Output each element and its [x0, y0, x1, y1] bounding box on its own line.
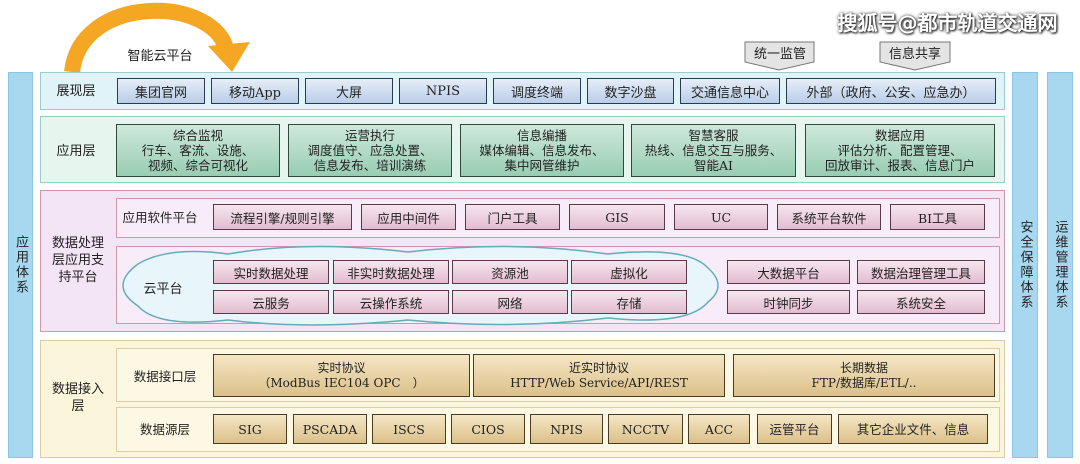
item-line: 热线、信息交互与服务、 — [644, 143, 783, 158]
software-item: 应用中间件 — [361, 204, 456, 230]
side-app-system: 应用体系 — [8, 72, 33, 458]
item-line: 集中网管维护 — [504, 158, 580, 173]
source-item: 其它企业文件、信息 — [838, 414, 988, 444]
cloud-item: 虚拟化 — [571, 260, 687, 284]
arc-label: 智能云平台 — [127, 48, 193, 64]
side-ops-system: 运维管理体系 — [1047, 72, 1073, 458]
cloud-right-item: 系统安全 — [857, 290, 985, 314]
cloud-item: 非实时数据处理 — [333, 260, 449, 284]
interface-item: 实时协议（ModBus IEC104 OPC ） — [213, 354, 470, 397]
item-title: 长期数据 — [839, 360, 888, 375]
source-label: 数据源层 — [139, 421, 190, 437]
cloud-item: 存储 — [571, 290, 687, 314]
source-item: CIOS — [451, 414, 525, 444]
software-item: UC — [674, 204, 768, 230]
software-item: GIS — [569, 204, 665, 230]
access-label: 数据接入层 — [51, 382, 104, 414]
source-item: ACC — [688, 414, 750, 444]
processing-label: 数据处理层应用支持平台 — [51, 235, 104, 285]
source-item: NPIS — [530, 414, 603, 444]
presentation-item: NPIS — [399, 78, 487, 104]
presentation-item: 数字沙盘 — [587, 78, 674, 104]
presentation-item: 交通信息中心 — [680, 78, 780, 104]
source-item: SIG — [213, 414, 287, 444]
software-item: 门户工具 — [465, 204, 560, 230]
item-title: 运营执行 — [344, 128, 395, 143]
item-line: 评估分析、配置管理、 — [837, 143, 963, 158]
cloud-item: 资源池 — [452, 260, 568, 284]
software-platform-label: 应用软件平台 — [122, 210, 198, 225]
tag-info-sharing: 信息共享 — [888, 46, 941, 62]
tag-arrows-icon — [744, 41, 951, 71]
item-line: 视频、综合可视化 — [147, 158, 248, 173]
cloud-right-item: 大数据平台 — [727, 260, 850, 284]
item-title: 综合监视 — [172, 128, 223, 143]
presentation-item: 集团官网 — [117, 78, 205, 104]
presentation-item: 调度终端 — [493, 78, 581, 104]
cloud-right-item: 数据治理管理工具 — [857, 260, 985, 284]
presentation-item: 移动App — [211, 78, 299, 104]
presentation-item: 大屏 — [305, 78, 393, 104]
presentation-label: 展现层 — [56, 83, 96, 99]
application-item: 综合监视行车、客流、设施、视频、综合可视化 — [116, 124, 280, 177]
cloud-icon — [122, 245, 719, 326]
source-item: ISCS — [372, 414, 446, 444]
application-label: 应用层 — [56, 143, 96, 159]
item-sub: FTP/数据库/ETL/.. — [811, 375, 917, 390]
cycle-arrow-icon — [64, 2, 250, 74]
application-item: 智慧客服热线、信息交互与服务、智能AI — [631, 124, 796, 177]
application-item: 信息编播媒体编辑、信息发布、集中网管维护 — [460, 124, 624, 177]
cloud-right-item: 时钟同步 — [727, 290, 850, 314]
cloud-item: 网络 — [452, 290, 568, 314]
source-item: NCCTV — [608, 414, 683, 444]
cloud-item: 实时数据处理 — [213, 260, 329, 284]
software-item: 流程引擎/规则引擎 — [213, 204, 352, 230]
source-item: PSCADA — [293, 414, 367, 444]
item-line: 回放审计、报表、信息门户 — [824, 158, 975, 173]
software-item: BI工具 — [890, 204, 985, 230]
cloud-label: 云平台 — [143, 281, 183, 297]
item-sub: （ModBus IEC104 OPC ） — [258, 375, 425, 390]
item-title: 信息编播 — [516, 128, 567, 143]
watermark: 搜狐号@都市轨道交通网 — [837, 10, 1058, 35]
cloud-item: 云服务 — [213, 290, 329, 314]
item-title: 实时协议 — [317, 360, 366, 375]
item-title: 智慧客服 — [688, 128, 739, 143]
item-line: 智能AI — [694, 158, 733, 173]
item-line: 媒体编辑、信息发布、 — [479, 143, 605, 158]
application-item: 数据应用评估分析、配置管理、回放审计、报表、信息门户 — [805, 124, 995, 177]
source-item: 运管平台 — [757, 414, 832, 444]
item-line: 行车、客流、设施、 — [141, 143, 255, 158]
cloud-item: 云操作系统 — [333, 290, 449, 314]
presentation-item: 外部（政府、公安、应急办） — [786, 78, 996, 104]
interface-label: 数据接口层 — [133, 368, 197, 384]
application-item: 运营执行调度值守、应急处置、信息发布、培训演练 — [288, 124, 452, 177]
item-title: 数据应用 — [874, 128, 925, 143]
item-title: 近实时协议 — [568, 360, 629, 375]
side-security-system: 安全保障体系 — [1012, 72, 1038, 458]
tag-unified-supervision: 统一监管 — [753, 46, 806, 62]
item-line: 调度值守、应急处置、 — [307, 143, 433, 158]
item-line: 信息发布、培训演练 — [313, 158, 427, 173]
item-sub: HTTP/Web Service/API/REST — [510, 375, 688, 390]
software-item: 系统平台软件 — [777, 204, 881, 230]
